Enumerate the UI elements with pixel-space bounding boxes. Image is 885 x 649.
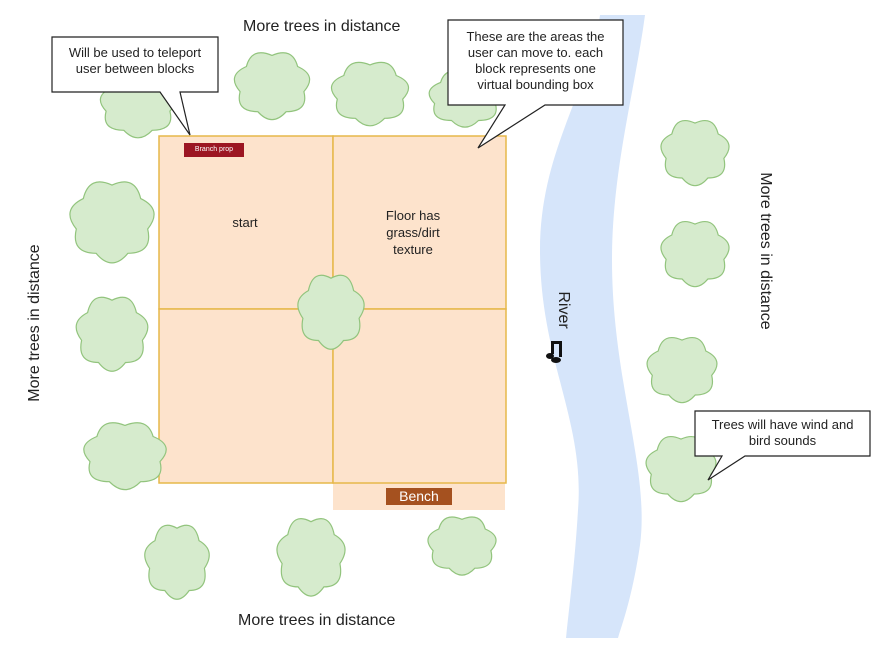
tree: [276, 518, 346, 597]
callout-areas-text: These are the areas the user can move to…: [466, 29, 605, 92]
floor-block-bottom-left: [158, 308, 334, 484]
callout-sounds: [694, 410, 871, 481]
tree: [427, 516, 497, 576]
tree: [144, 524, 210, 600]
tree: [83, 422, 167, 491]
top-trees-label: More trees in distance: [243, 18, 401, 35]
tree: [660, 120, 730, 187]
callout-areas: [447, 19, 624, 149]
tree: [660, 221, 730, 288]
river: [540, 15, 645, 638]
tree: [297, 274, 365, 350]
tree: [75, 296, 149, 372]
start-label: start: [232, 215, 258, 230]
tree: [69, 181, 155, 264]
tree: [233, 52, 311, 121]
branch-prop-label: Branch prop: [194, 146, 234, 153]
bench: [386, 488, 452, 505]
tree: [646, 337, 718, 404]
bench-label: Bench: [399, 488, 439, 504]
tree: [330, 61, 410, 127]
branch-prop: [184, 143, 244, 157]
river-label: River: [555, 291, 572, 329]
right-trees-label: More trees in distance: [757, 172, 774, 330]
callout-teleport-text: Will be used to teleport user between bl…: [68, 45, 202, 76]
music-note-icon: [546, 341, 562, 363]
left-trees-label: More trees in distance: [26, 244, 43, 402]
floor-block-start: [158, 135, 334, 310]
callout-sounds-text: Trees will have wind and bird sounds: [711, 417, 854, 448]
callout-teleport: [51, 36, 219, 136]
floor-block-bottom-right: [332, 308, 507, 484]
bottom-trees-label: More trees in distance: [238, 612, 396, 629]
floor-texture-label: Floor has grass/dirt texture: [385, 208, 441, 257]
